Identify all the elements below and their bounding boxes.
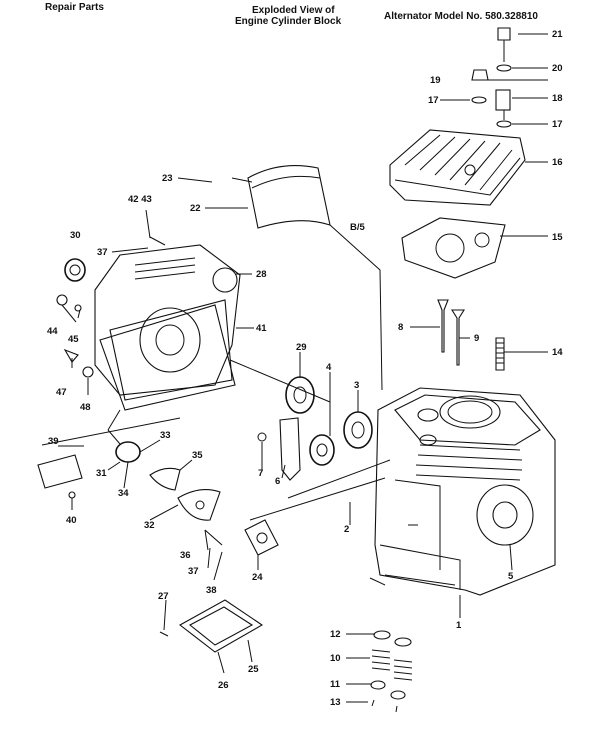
annotation-b5: B/5 [350,222,366,233]
callout-27: 27 [158,591,169,602]
callout-33: 33 [160,430,171,441]
head-gasket [401,217,506,279]
air-baffle [231,165,331,229]
callout-16: 16 [552,157,563,168]
oil-seal [64,258,86,282]
callout-32: 32 [144,520,155,531]
callout-7: 7 [258,468,263,479]
callout-39: 39 [48,436,59,447]
header-left: Repair Parts [45,2,104,13]
lower-plate [159,599,264,653]
callout-37-lower: 37 [188,566,199,577]
callout-5: 5 [508,571,514,582]
bearing-plate [257,417,301,481]
cylinder-block [374,387,556,596]
callout-37-upper: 37 [97,247,108,258]
callout-17: 17 [428,95,439,106]
breather-gasket [244,519,279,556]
callout-23: 23 [162,173,173,184]
left-fasteners [56,236,166,378]
callout-41: 41 [256,323,267,334]
callout-20: 20 [552,63,563,74]
callout-11: 11 [330,679,341,690]
callout-36: 36 [180,550,191,561]
left-bracket [37,454,83,499]
valve-springs [370,630,413,713]
header-title-line1: Exploded View of [252,5,335,16]
callout-19: 19 [430,75,441,86]
callout-labels: 21 20 19 18 17 17 16 15 14 23 22 42 43 3… [47,29,563,708]
callout-14: 14 [552,347,563,358]
callout-48: 48 [80,402,91,413]
cover-gasket [99,304,236,411]
callout-40: 40 [66,515,77,526]
callout-18: 18 [552,93,563,104]
head-bolt-stack [471,27,512,128]
callout-17-right: 17 [552,119,563,130]
callout-35: 35 [192,450,203,461]
callout-47: 47 [56,387,67,398]
callout-22: 22 [190,203,201,214]
callout-9: 9 [474,333,479,344]
leader-lines [41,33,548,703]
callout-4: 4 [326,362,332,373]
callout-38: 38 [206,585,217,596]
callout-1: 1 [456,620,462,631]
callout-15: 15 [552,232,563,243]
callout-21: 21 [552,29,563,40]
cylinder-head [389,129,526,206]
crankcase-cover [94,244,241,401]
callout-28: 28 [256,269,267,280]
callout-6: 6 [275,476,280,487]
callout-13: 13 [330,697,341,708]
header-title-line2: Engine Cylinder Block [235,16,342,27]
callout-10: 10 [330,653,341,664]
callout-29: 29 [296,342,307,353]
callout-2: 2 [344,524,349,535]
valves [437,299,465,366]
callout-31: 31 [96,468,107,479]
header-model-number: Alternator Model No. 580.328810 [384,11,538,22]
callout-3: 3 [354,380,359,391]
callout-34: 34 [118,488,129,499]
head-stud [495,337,505,371]
callout-26: 26 [218,680,229,691]
callout-44: 44 [47,326,58,337]
callout-8: 8 [398,322,403,333]
callout-24: 24 [252,572,263,583]
callout-30: 30 [70,230,81,241]
callout-42-43: 42 43 [128,194,152,205]
callout-12: 12 [330,629,341,640]
callout-25: 25 [248,664,259,675]
callout-45: 45 [68,334,79,345]
